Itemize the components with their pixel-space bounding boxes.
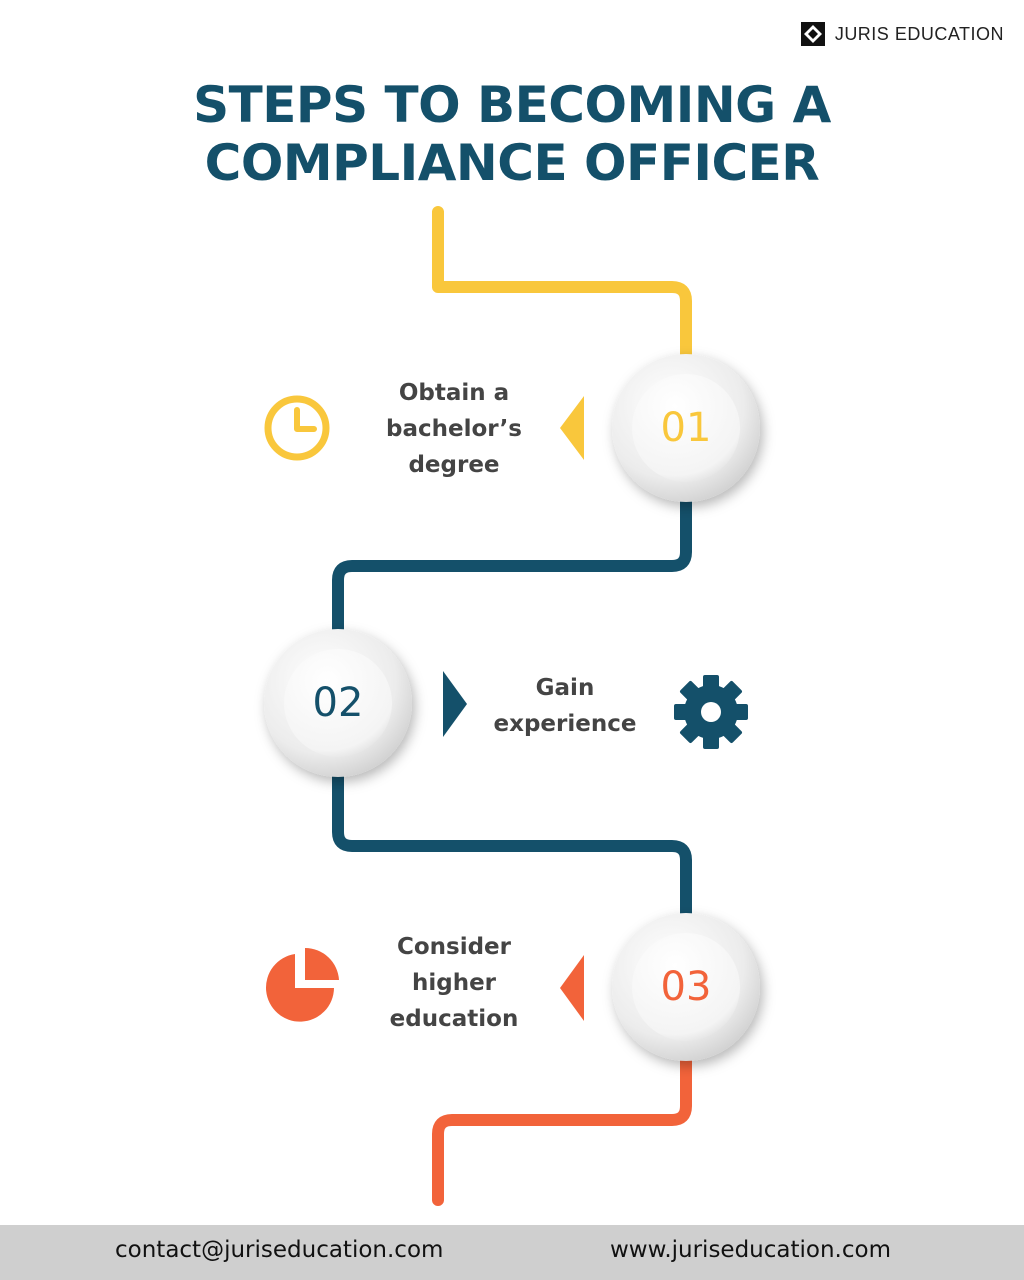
step-3-line-2: higher [411, 970, 497, 996]
step-circle-2 [264, 629, 412, 777]
step-2-number: 02 [312, 680, 364, 726]
pie-chart-icon [266, 947, 339, 1022]
step-circle-1 [612, 354, 760, 502]
step-2-arrow [443, 671, 467, 737]
brand-name: JURIS EDUCATION [834, 23, 1004, 44]
title-line-2: COMPLIANCE OFFICER [204, 134, 820, 192]
footer-email-link[interactable]: contact@juriseducation.com [115, 1237, 444, 1263]
title-line-1: STEPS TO BECOMING A [193, 76, 831, 134]
footer-bar: contact@juriseducation.com www.juriseduc… [0, 1225, 1024, 1280]
step-1-line-2: bachelor’s [385, 416, 522, 442]
gear-icon [674, 675, 748, 749]
path-segment-2 [332, 479, 692, 921]
page-title: STEPS TO BECOMING A COMPLIANCE OFFICER [0, 76, 1024, 192]
footer-website-link[interactable]: www.juriseducation.com [610, 1237, 891, 1263]
brand: JURIS EDUCATION [799, 20, 1004, 48]
path-segment-1 [432, 206, 692, 361]
step-3-arrow [560, 955, 584, 1021]
step-2-text: Gain experience [475, 670, 655, 742]
step-1-number: 01 [660, 405, 712, 451]
step-3-text: Consider higher education [364, 929, 544, 1037]
juris-logo-icon [800, 22, 825, 46]
step-1-line-1: Obtain a [398, 380, 510, 406]
step-1-line-3: degree [408, 452, 500, 478]
step-1-text: Obtain a bachelor’s degree [364, 375, 544, 483]
step-3-line-3: education [389, 1006, 519, 1032]
clock-icon [264, 395, 330, 461]
step-3-line-1: Consider [396, 934, 512, 960]
path-segment-3 [432, 1039, 692, 1206]
step-2-line-2: experience [493, 711, 637, 737]
step-3-number: 03 [660, 964, 712, 1010]
step-circle-3 [612, 913, 760, 1061]
step-2-line-1: Gain [535, 675, 595, 701]
step-1-arrow [560, 396, 584, 460]
